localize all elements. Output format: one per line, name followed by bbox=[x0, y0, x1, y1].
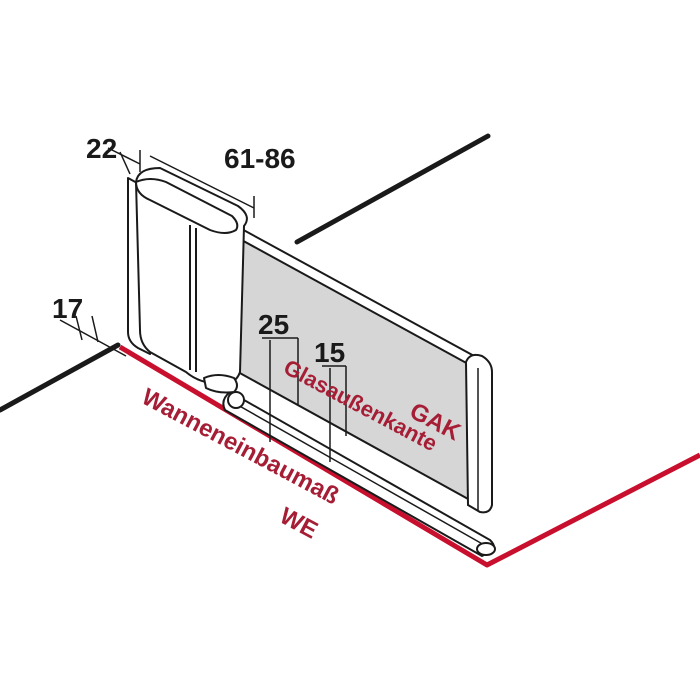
dim-15-label: 15 bbox=[314, 337, 345, 368]
tub-abbrev-label: WE bbox=[275, 502, 322, 544]
dim-25-label: 25 bbox=[258, 309, 289, 340]
wall-profile bbox=[127, 167, 248, 394]
dim-22-label: 22 bbox=[86, 133, 117, 164]
dim-6186-label: 61-86 bbox=[224, 143, 296, 174]
dim-17-ext-a bbox=[75, 315, 83, 341]
dim-6186-line bbox=[149, 155, 255, 209]
dim-22-ext-a bbox=[119, 151, 131, 175]
wall-corner-lines bbox=[0, 133, 491, 413]
dim-22-line bbox=[107, 147, 141, 165]
wall-line-left bbox=[0, 342, 121, 413]
wall-profile-top bbox=[135, 178, 239, 234]
wall-line-back bbox=[294, 133, 491, 245]
bottom-rail-start bbox=[227, 391, 245, 409]
bottom-rail-end bbox=[476, 542, 496, 556]
bottom-rail-inner bbox=[235, 403, 487, 547]
dim-17-line bbox=[59, 319, 127, 357]
wall-profile-foot bbox=[203, 374, 238, 394]
glass-end-profile bbox=[464, 353, 493, 514]
dim-17-ext-b bbox=[91, 315, 99, 343]
dim-17-label: 17 bbox=[52, 293, 83, 324]
dimension-lines bbox=[59, 147, 347, 462]
